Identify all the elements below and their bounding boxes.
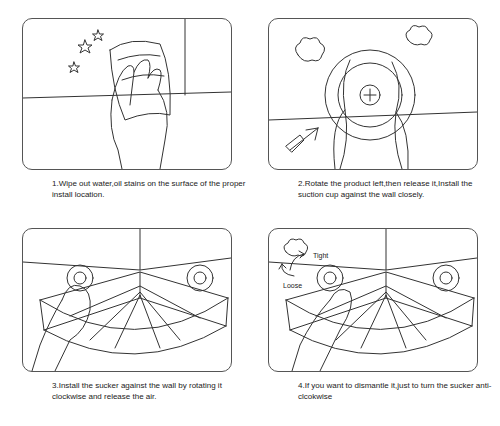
suction-cup-illustration (269, 26, 477, 169)
shelf-dismantle-illustration (269, 229, 477, 371)
panel-border (22, 228, 232, 372)
step-caption: 4.If you want to dismantle it,just to tu… (298, 380, 498, 402)
panel-border (268, 228, 478, 372)
step-caption: 2.Rotate the product left,then release i… (298, 178, 498, 200)
step-panel: 4.If you want to dismantle it,just to tu… (268, 228, 478, 404)
direction-label: Tight (312, 252, 329, 260)
step-panel: 3.Install the sucker against the wall by… (22, 228, 232, 404)
panel-border (22, 18, 232, 170)
step-caption: 3.Install the sucker against the wall by… (52, 380, 252, 402)
shelf-install-illustration (23, 229, 231, 371)
step-caption: 1.Wipe out water,oil stains on the surfa… (52, 178, 252, 200)
panel-border (268, 18, 478, 170)
step-panel: 2.Rotate the product left,then release i… (268, 18, 478, 202)
direction-label: Loose (282, 282, 303, 290)
wipe-illustration (23, 19, 231, 169)
step-panel: 1.Wipe out water,oil stains on the surfa… (22, 18, 232, 202)
